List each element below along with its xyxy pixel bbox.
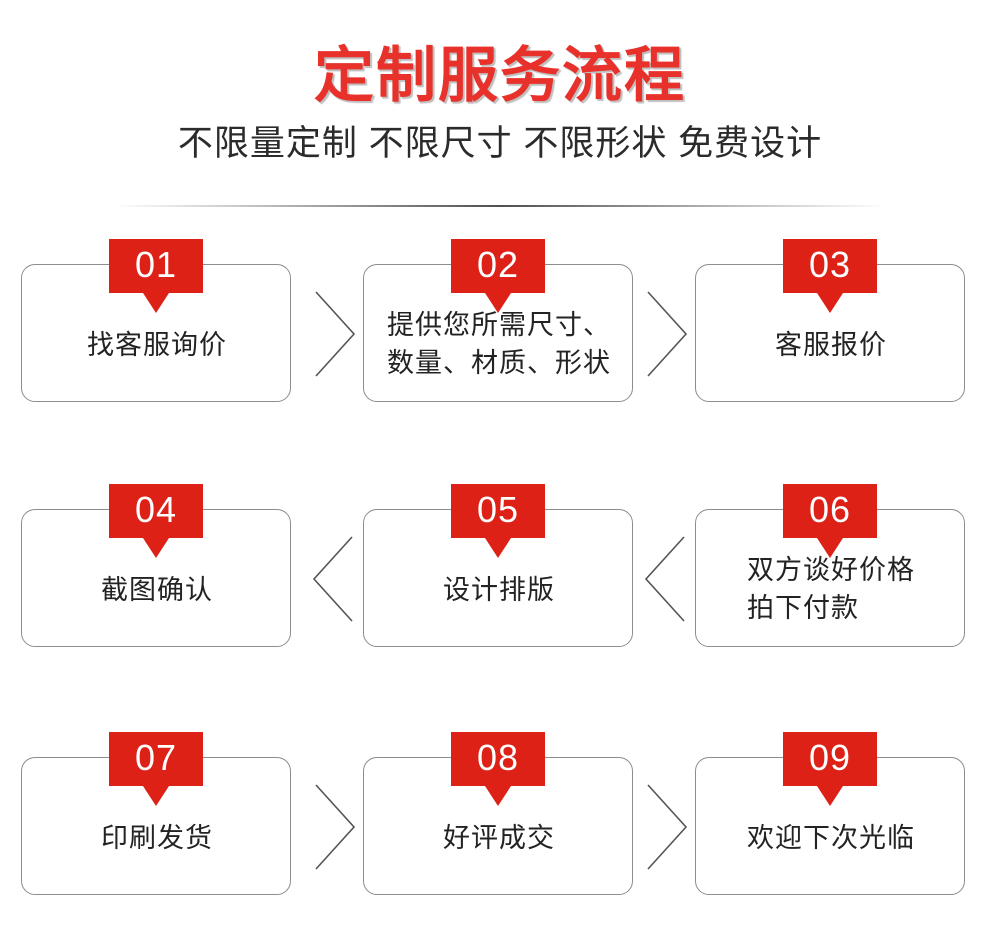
badge-pointer-icon	[143, 538, 169, 558]
step-text-line: 双方谈好价格	[747, 554, 915, 585]
step-badge-06: 06	[783, 484, 877, 558]
page-subtitle: 不限量定制 不限尺寸 不限形状 免费设计	[177, 124, 823, 163]
step-text-05: 设计排版	[364, 510, 634, 648]
chevron-right-icon	[308, 286, 360, 382]
flow-step-01[interactable]: 01 找客服询价	[21, 239, 292, 403]
badge-pointer-icon	[485, 293, 511, 313]
flow-row-3: 07 印刷发货 08 好评成交	[21, 732, 966, 896]
step-badge-07: 07	[109, 732, 203, 806]
step-badge-09: 09	[783, 732, 877, 806]
flow-step-09[interactable]: 09 欢迎下次光临	[695, 732, 966, 896]
flow-step-02[interactable]: 02 提供您所需尺寸、 数量、材质、形状	[363, 239, 634, 403]
step-text-line: 拍下付款	[747, 593, 859, 623]
chevron-right-icon	[308, 779, 360, 875]
step-text-line: 欢迎下次光临	[747, 822, 915, 853]
step-number-label: 01	[134, 244, 178, 285]
badge-pointer-icon	[485, 538, 511, 558]
badge-pointer-icon	[143, 786, 169, 806]
flow-step-06[interactable]: 06 双方谈好价格 拍下付款	[695, 484, 966, 648]
step-text-line: 客服报价	[775, 329, 887, 360]
step-badge-08: 08	[451, 732, 545, 806]
step-text-line: 好评成交	[443, 822, 555, 853]
flow-step-03[interactable]: 03 客服报价	[695, 239, 966, 403]
badge-pointer-icon	[817, 786, 843, 806]
step-badge-04: 04	[109, 484, 203, 558]
step-number-label: 03	[808, 244, 852, 285]
flow-step-05[interactable]: 05 设计排版	[363, 484, 634, 648]
step-number-label: 09	[808, 737, 852, 778]
page-title: 定制服务流程	[314, 42, 686, 109]
step-number-label: 08	[476, 737, 520, 778]
step-text-07: 印刷发货	[22, 758, 292, 896]
page-header: 定制服务流程 不限量定制 不限尺寸 不限形状 免费设计	[0, 0, 1000, 164]
badge-pointer-icon	[143, 293, 169, 313]
step-text-02: 提供您所需尺寸、 数量、材质、形状	[364, 265, 634, 403]
step-text-08: 好评成交	[364, 758, 634, 896]
flow-step-08[interactable]: 08 好评成交	[363, 732, 634, 896]
step-number-label: 04	[134, 489, 178, 530]
step-text-line: 设计排版	[443, 574, 555, 605]
step-text-03: 客服报价	[696, 265, 966, 403]
step-text-line: 印刷发货	[101, 822, 213, 853]
step-text-line: 数量、材质、形状	[387, 348, 611, 378]
step-text-06: 双方谈好价格 拍下付款	[696, 510, 966, 648]
step-text-04: 截图确认	[22, 510, 292, 648]
step-number-label: 05	[476, 489, 520, 530]
chevron-right-icon	[640, 286, 692, 382]
chevron-left-icon	[640, 531, 692, 627]
step-badge-03: 03	[783, 239, 877, 313]
chevron-right-icon	[640, 779, 692, 875]
flow-step-07[interactable]: 07 印刷发货	[21, 732, 292, 896]
step-text-line: 找客服询价	[87, 329, 227, 360]
badge-pointer-icon	[817, 293, 843, 313]
step-badge-01: 01	[109, 239, 203, 313]
badge-pointer-icon	[485, 786, 511, 806]
chevron-left-icon	[308, 531, 360, 627]
step-number-label: 02	[476, 244, 520, 285]
step-number-label: 07	[134, 737, 178, 778]
step-badge-02: 02	[451, 239, 545, 313]
step-text-01: 找客服询价	[22, 265, 292, 403]
step-text-line: 截图确认	[101, 574, 213, 605]
flow-row-2: 04 截图确认 05 设计排版	[21, 484, 966, 648]
badge-pointer-icon	[817, 538, 843, 558]
flow-row-1: 01 找客服询价 02 提供您所需尺寸、	[21, 239, 966, 403]
step-text-line: 提供您所需尺寸、	[387, 309, 611, 340]
flow-step-04[interactable]: 04 截图确认	[21, 484, 292, 648]
step-badge-05: 05	[451, 484, 545, 558]
step-text-09: 欢迎下次光临	[696, 758, 966, 896]
header-divider	[113, 205, 887, 207]
step-number-label: 06	[808, 489, 852, 530]
